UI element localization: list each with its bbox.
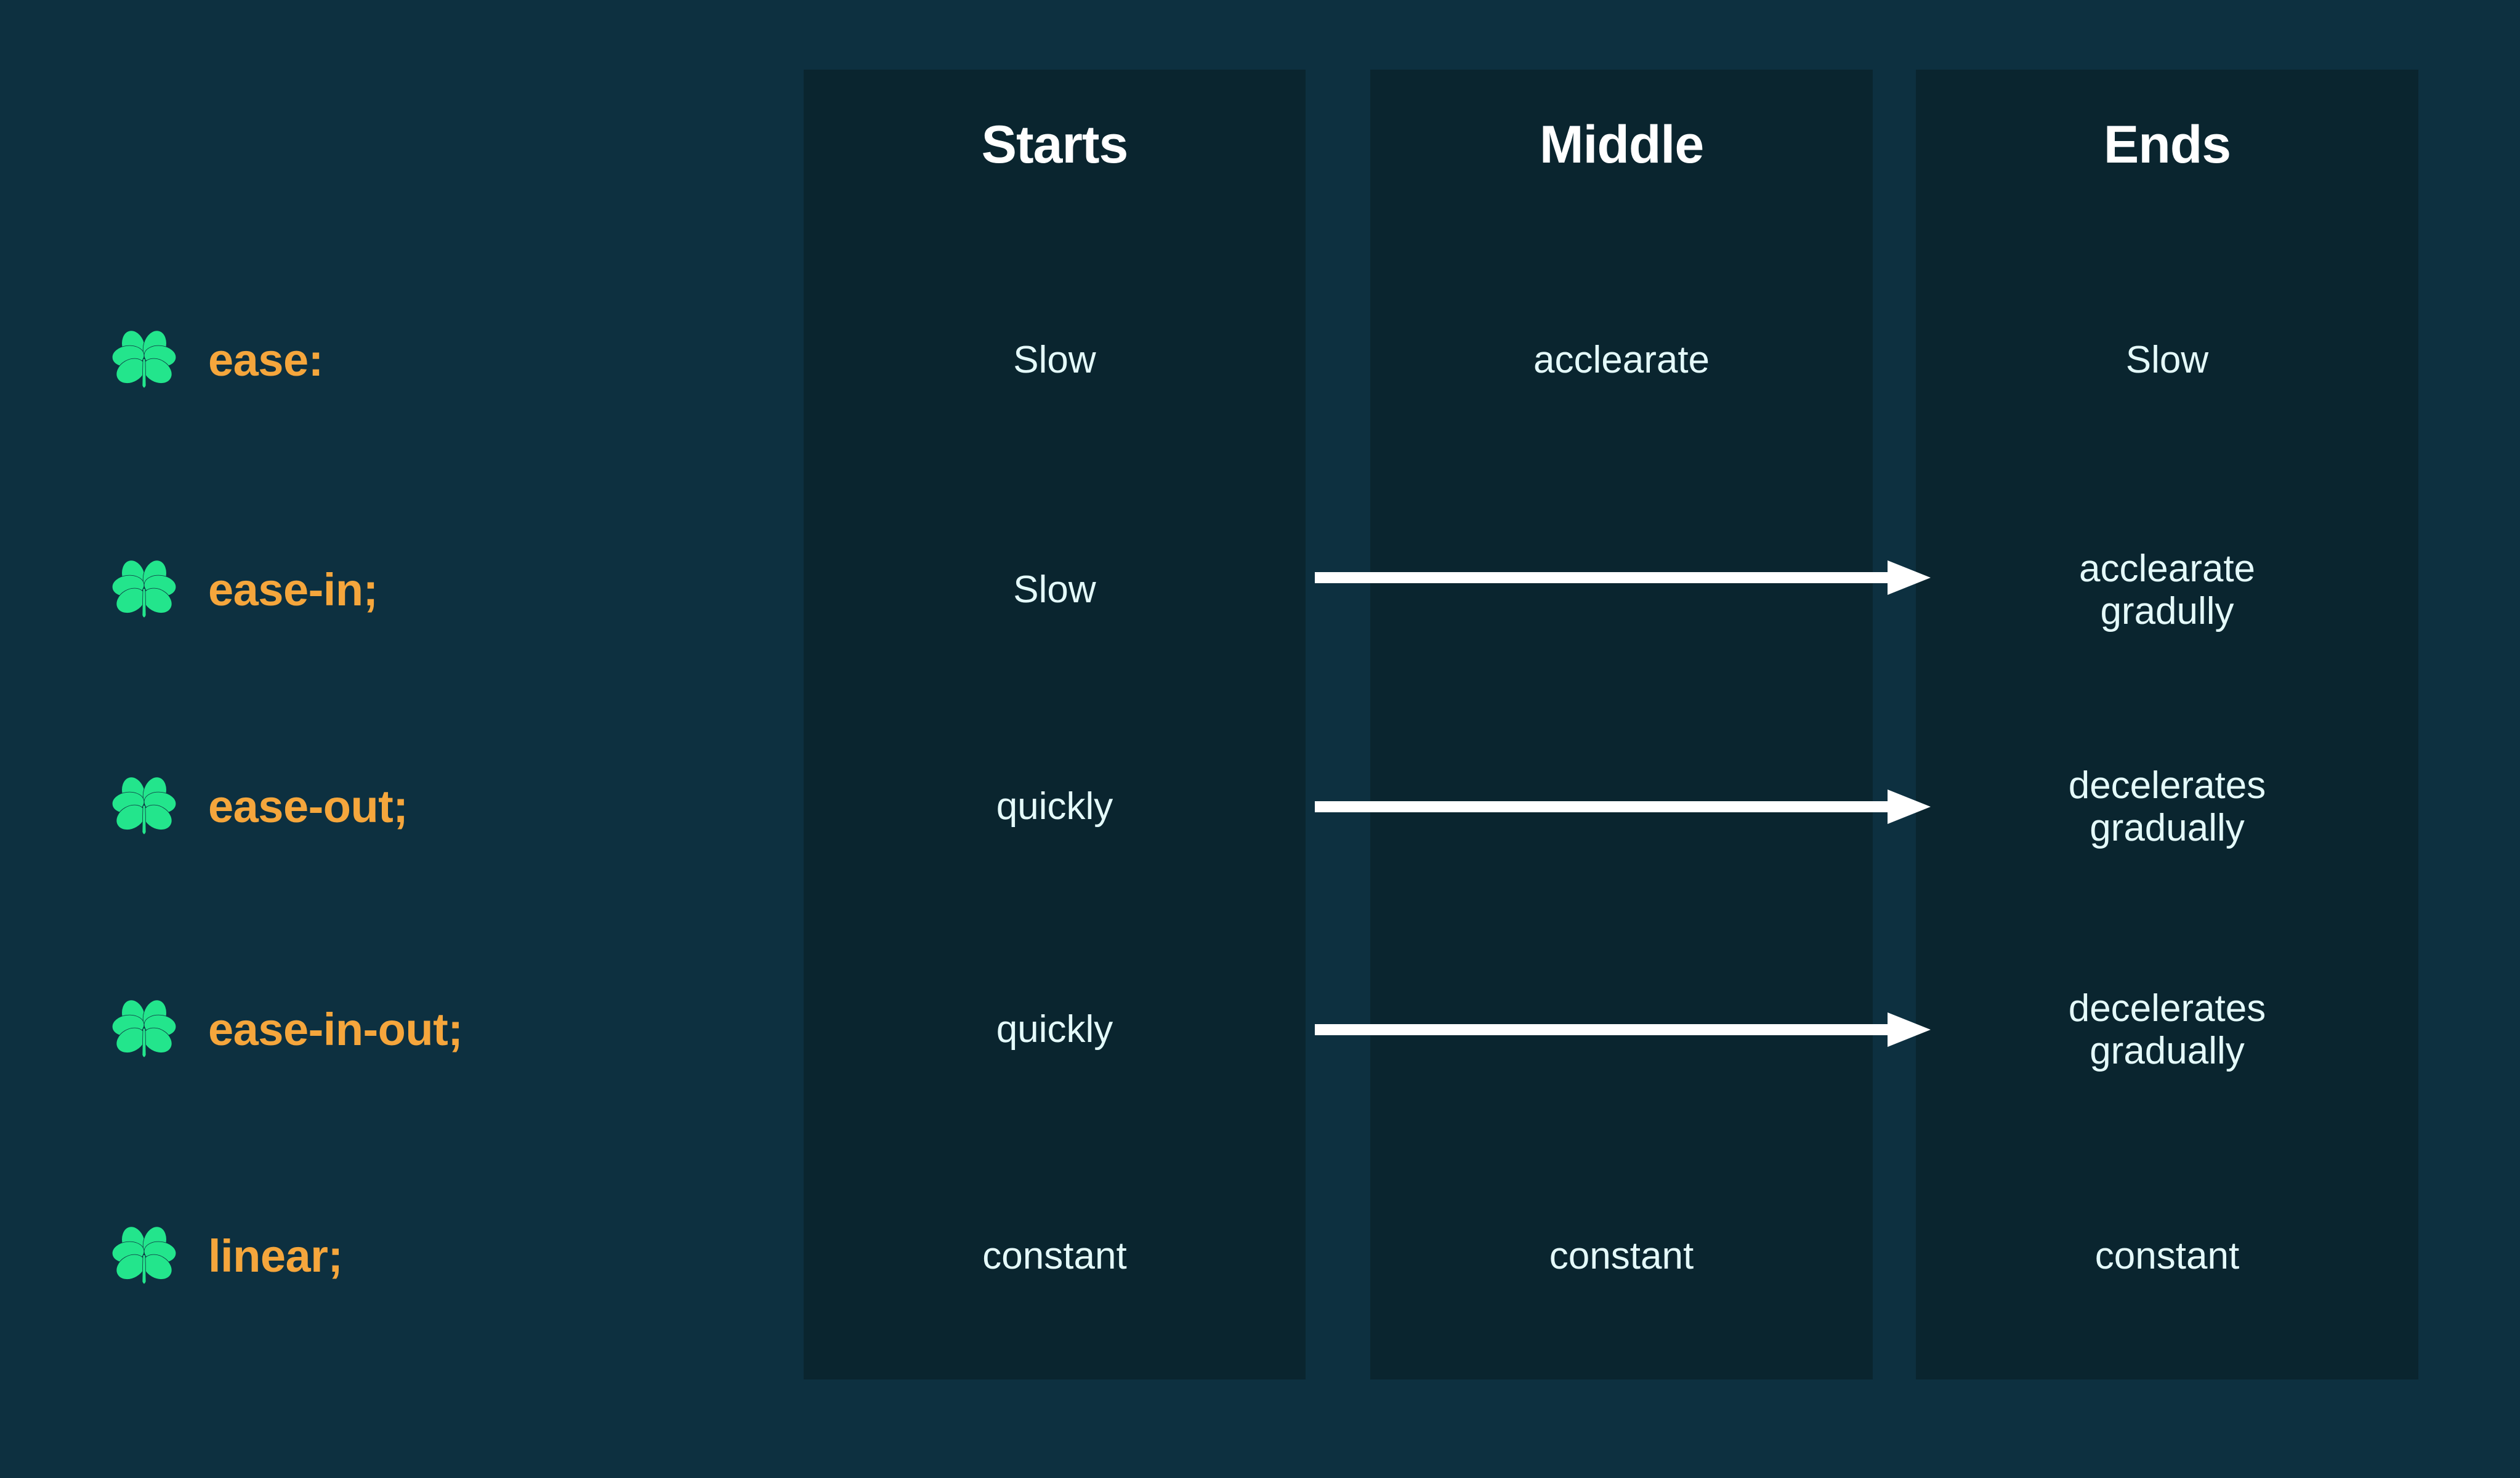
clover-icon	[111, 999, 177, 1058]
cell-text: decelerates gradually	[2068, 764, 2266, 849]
clover-icon	[111, 560, 177, 618]
clover-icon	[111, 1226, 177, 1285]
column-panel-middle	[1370, 70, 1873, 1379]
cell-text: Slow	[2125, 339, 2209, 382]
row-label-0[interactable]: ease:	[111, 317, 323, 403]
cell-ends-3: decelerates gradually	[1916, 977, 2418, 1082]
cell-text: Slow	[1013, 568, 1096, 612]
cell-ends-4: constant	[1916, 1204, 2418, 1309]
cell-middle-4: constant	[1370, 1204, 1873, 1309]
cell-starts-1: Slow	[804, 538, 1306, 642]
row-label-text: ease-in;	[208, 564, 378, 615]
cell-starts-3: quickly	[804, 977, 1306, 1082]
cell-text: constant	[1549, 1235, 1694, 1278]
cell-ends-2: decelerates gradually	[1916, 754, 2418, 859]
column-header-ends: Ends	[2103, 115, 2231, 174]
clover-icon	[111, 330, 177, 389]
column-header-middle: Middle	[1539, 115, 1704, 174]
cell-ends-1: acclearate gradully	[1916, 538, 2418, 642]
cell-text: constant	[982, 1235, 1127, 1278]
cell-text: Slow	[1013, 339, 1096, 382]
row-label-text: ease-in-out;	[208, 1004, 463, 1055]
row-label-1[interactable]: ease-in;	[111, 547, 378, 633]
cell-text: quickly	[996, 785, 1113, 828]
clover-icon	[111, 777, 177, 835]
cell-starts-0: Slow	[804, 308, 1306, 413]
column-header-starts: Starts	[981, 115, 1129, 174]
column-panel-starts	[804, 70, 1306, 1379]
row-label-4[interactable]: linear;	[111, 1213, 343, 1299]
cell-text: decelerates gradually	[2068, 987, 2266, 1072]
cell-text: acclearate gradully	[2078, 547, 2256, 632]
column-panel-ends	[1916, 70, 2418, 1379]
cell-starts-4: constant	[804, 1204, 1306, 1309]
row-label-3[interactable]: ease-in-out;	[111, 987, 463, 1073]
row-label-2[interactable]: ease-out;	[111, 764, 408, 850]
row-label-text: ease:	[208, 334, 323, 386]
cell-text: constant	[2094, 1235, 2240, 1278]
cell-middle-0: acclearate	[1370, 308, 1873, 413]
row-label-text: ease-out;	[208, 781, 408, 832]
cell-text: quickly	[996, 1008, 1113, 1051]
cell-ends-0: Slow	[1916, 308, 2418, 413]
row-label-text: linear;	[208, 1230, 343, 1282]
cell-text: acclearate	[1533, 339, 1710, 382]
cell-starts-2: quickly	[804, 754, 1306, 859]
